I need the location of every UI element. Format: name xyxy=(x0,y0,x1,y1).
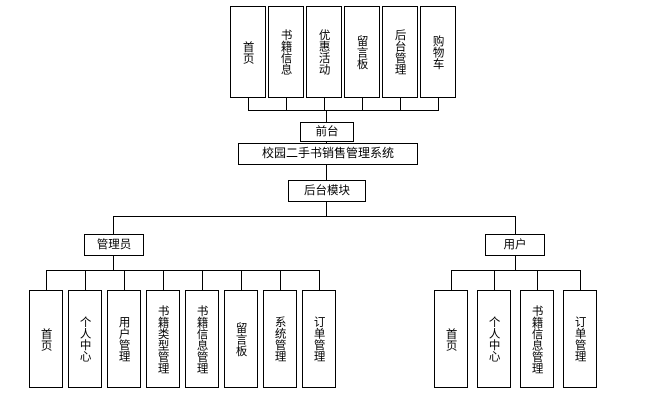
admin-item-6[interactable]: 系统管理 xyxy=(263,290,297,388)
backend-group[interactable]: 后台模块 xyxy=(288,180,366,202)
backend-role-admin[interactable]: 管理员 xyxy=(84,234,144,256)
frontend-item-1[interactable]: 书籍信息 xyxy=(268,6,304,98)
frontend-item-2[interactable]: 优惠活动 xyxy=(306,6,342,98)
connector-frontend-5 xyxy=(438,98,439,110)
admin-item-3[interactable]: 书籍类型管理 xyxy=(146,290,180,388)
connector-frontend-0 xyxy=(248,98,249,110)
connector-frontend-1 xyxy=(286,98,287,110)
connector-frontend-3 xyxy=(362,98,363,110)
connector-admin-item-3 xyxy=(163,270,164,290)
frontend-item-0[interactable]: 首页 xyxy=(230,6,266,98)
connector-frontend-4 xyxy=(400,98,401,110)
connector-user-item-2 xyxy=(537,270,538,290)
connector-admin-item-2 xyxy=(124,270,125,290)
admin-item-5[interactable]: 留言板 xyxy=(224,290,258,388)
connector-admin-item-7 xyxy=(319,270,320,290)
user-item-2[interactable]: 书籍信息管理 xyxy=(520,290,554,388)
user-item-3[interactable]: 订单管理 xyxy=(563,290,597,388)
connector-user-to-bus xyxy=(515,256,516,270)
connector-admin-item-0 xyxy=(46,270,47,290)
frontend-item-5[interactable]: 购物车 xyxy=(420,6,456,98)
frontend-group[interactable]: 前台 xyxy=(300,122,354,142)
connector-bus-to-admin xyxy=(113,216,114,234)
bus-user-items xyxy=(451,270,580,271)
connector-admin-item-4 xyxy=(202,270,203,290)
connector-bus-to-user xyxy=(515,216,516,234)
connector-backend-to-bus xyxy=(326,202,327,216)
connector-frontend-2 xyxy=(324,98,325,110)
connector-user-item-3 xyxy=(580,270,581,290)
admin-item-4[interactable]: 书籍信息管理 xyxy=(185,290,219,388)
admin-item-0[interactable]: 首页 xyxy=(29,290,63,388)
frontend-item-4[interactable]: 后台管理 xyxy=(382,6,418,98)
backend-role-user[interactable]: 用户 xyxy=(485,234,545,256)
root-node[interactable]: 校园二手书销售管理系统 xyxy=(238,143,418,165)
connector-admin-item-1 xyxy=(85,270,86,290)
admin-item-1[interactable]: 个人中心 xyxy=(68,290,102,388)
connector-admin-item-5 xyxy=(241,270,242,290)
admin-item-7[interactable]: 订单管理 xyxy=(302,290,336,388)
connector-admin-item-6 xyxy=(280,270,281,290)
bus-admin-items xyxy=(46,270,319,271)
user-item-0[interactable]: 首页 xyxy=(434,290,468,388)
bus-frontend xyxy=(248,110,439,111)
admin-item-2[interactable]: 用户管理 xyxy=(107,290,141,388)
connector-user-item-1 xyxy=(494,270,495,290)
connector-root-to-backend xyxy=(326,165,327,180)
frontend-item-3[interactable]: 留言板 xyxy=(344,6,380,98)
bus-backend-roles xyxy=(113,216,516,217)
user-item-1[interactable]: 个人中心 xyxy=(477,290,511,388)
connector-user-item-0 xyxy=(451,270,452,290)
connector-admin-to-bus xyxy=(113,256,114,270)
connector-frontend-bus-to-group xyxy=(326,110,327,122)
